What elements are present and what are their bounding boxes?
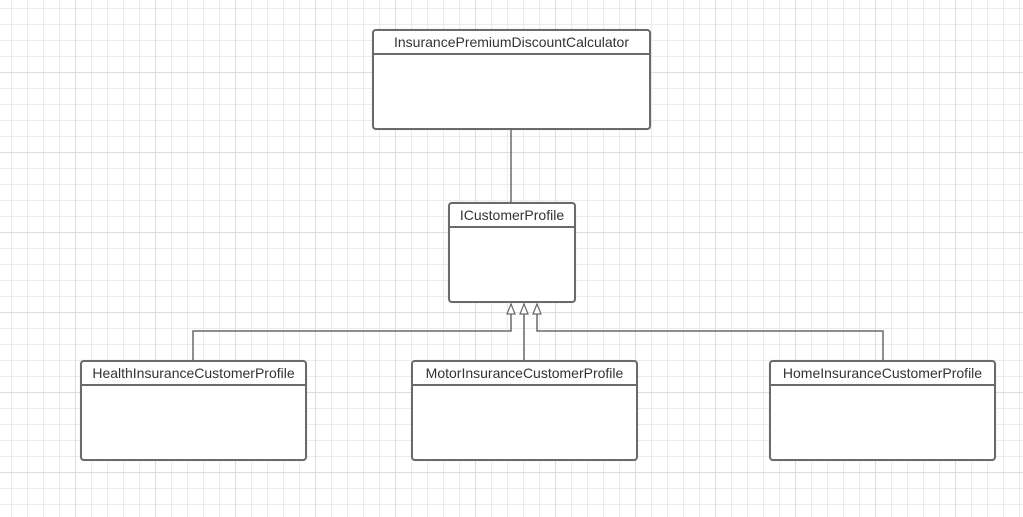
realization-line-health <box>192 304 512 361</box>
realization-arrowhead-motor <box>519 302 529 315</box>
class-body-home <box>771 386 994 459</box>
class-box-motor[interactable]: MotorInsuranceCustomerProfile <box>411 360 638 461</box>
class-name-motor: MotorInsuranceCustomerProfile <box>413 362 636 386</box>
realization-line-home <box>536 304 884 361</box>
class-body-calculator <box>374 55 649 128</box>
realization-arrowhead-health <box>506 302 516 315</box>
class-body-health <box>82 386 305 459</box>
class-name-health: HealthInsuranceCustomerProfile <box>82 362 305 386</box>
class-body-motor <box>413 386 636 459</box>
class-name-home: HomeInsuranceCustomerProfile <box>771 362 994 386</box>
class-box-interface[interactable]: ICustomerProfile <box>448 202 576 303</box>
realization-arrowhead-home <box>532 302 542 315</box>
class-box-home[interactable]: HomeInsuranceCustomerProfile <box>769 360 996 461</box>
class-name-calculator: InsurancePremiumDiscountCalculator <box>374 31 649 55</box>
class-name-interface: ICustomerProfile <box>450 204 574 228</box>
class-box-calculator[interactable]: InsurancePremiumDiscountCalculator <box>372 29 651 130</box>
class-box-health[interactable]: HealthInsuranceCustomerProfile <box>80 360 307 461</box>
class-body-interface <box>450 228 574 301</box>
